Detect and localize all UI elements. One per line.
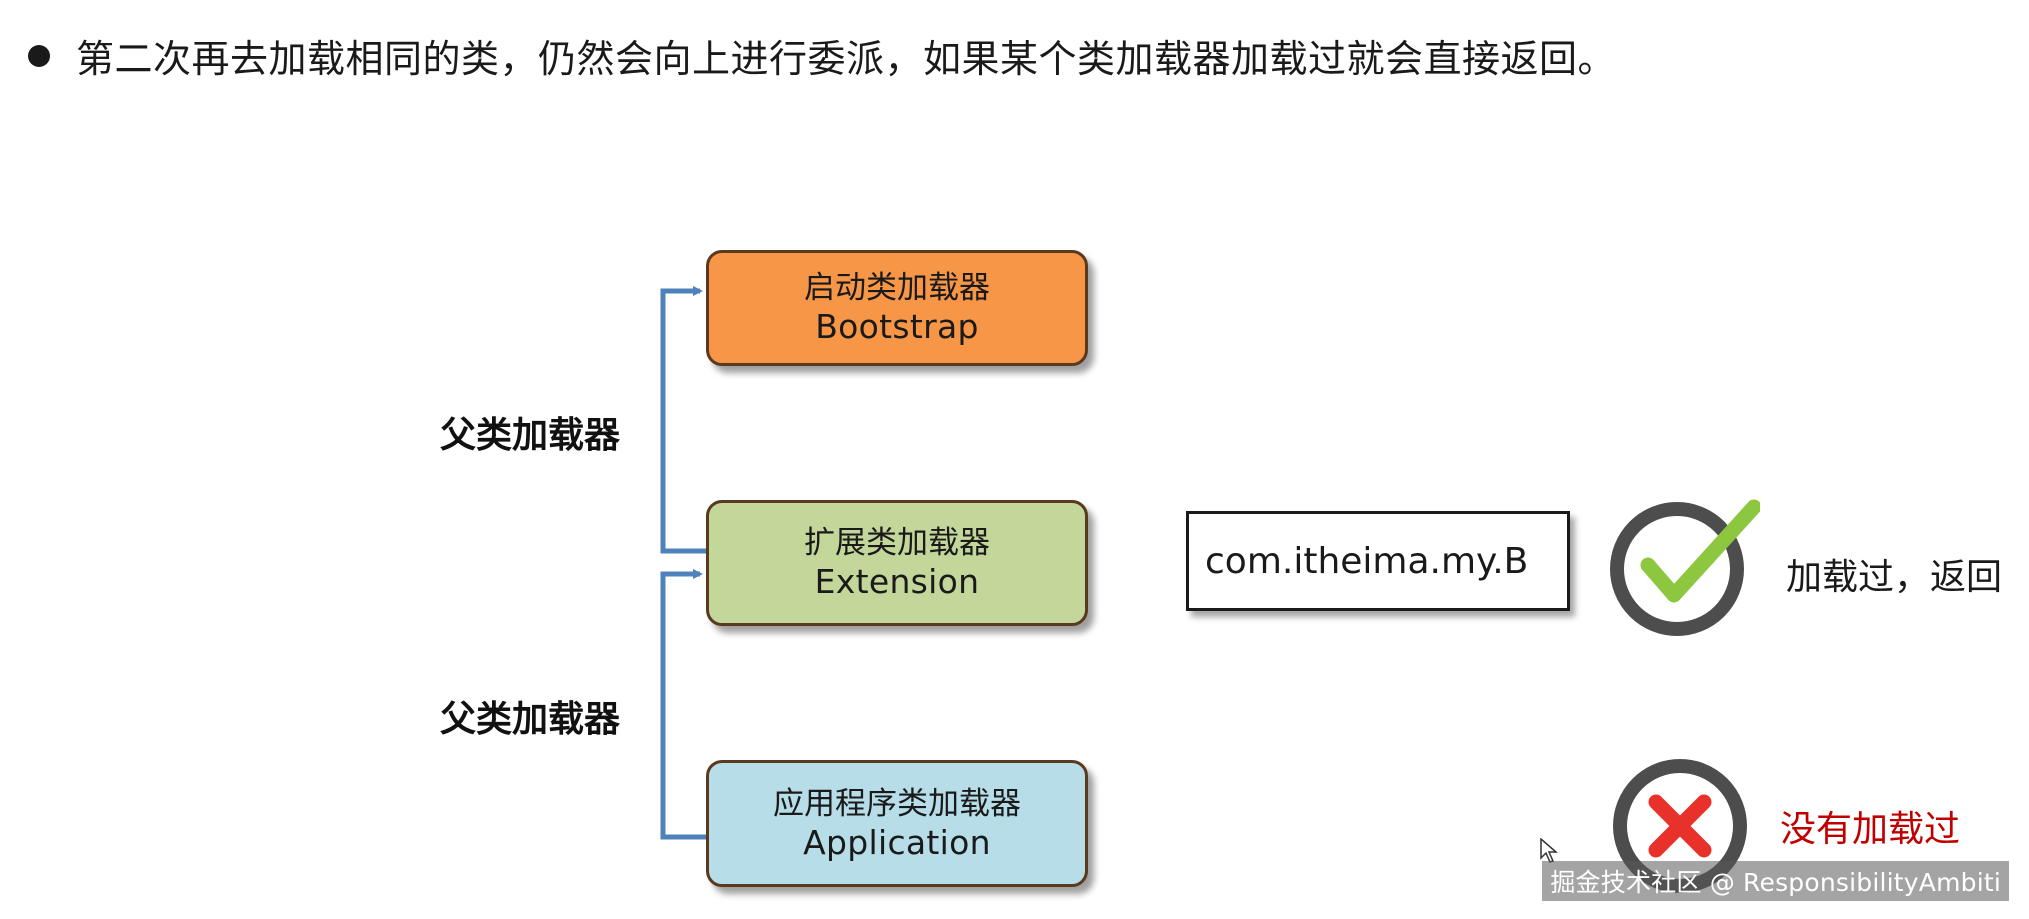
parent-loader-label-lower: 父类加载器: [440, 699, 621, 740]
bullet-line: 第二次再去加载相同的类，仍然会向上进行委派，如果某个类加载器加载过就会直接返回。: [28, 28, 1616, 83]
bootstrap-loader-box: 启动类加载器 Bootstrap: [706, 250, 1088, 366]
bootstrap-loader-en: Bootstrap: [815, 307, 979, 346]
application-loader-box: 应用程序类加载器 Application: [706, 760, 1088, 887]
bootstrap-loader-zh: 启动类加载器: [804, 270, 990, 306]
check-circle-icon: [1610, 499, 1760, 636]
class-name-text: com.itheima.my.B: [1205, 540, 1529, 582]
connector-extension-to-bootstrap: [660, 286, 706, 554]
not-loaded-status-text: 没有加载过: [1780, 809, 1961, 850]
application-loader-en: Application: [803, 822, 991, 862]
application-loader-zh: 应用程序类加载器: [773, 785, 1021, 822]
bullet-dot-icon: [28, 44, 50, 67]
bullet-text: 第二次再去加载相同的类，仍然会向上进行委派，如果某个类加载器加载过就会直接返回。: [76, 37, 1617, 81]
extension-loader-zh: 扩展类加载器: [804, 525, 990, 561]
class-name-box: com.itheima.my.B: [1186, 511, 1570, 611]
connector-application-to-extension: [660, 569, 706, 840]
loaded-status-text: 加载过，返回: [1786, 557, 2003, 598]
parent-loader-label-upper: 父类加载器: [440, 415, 621, 456]
watermark: 掘金技术社区 @ ResponsibilityAmbiti: [1542, 861, 2009, 901]
extension-loader-en: Extension: [814, 562, 980, 601]
extension-loader-box: 扩展类加载器 Extension: [706, 500, 1088, 626]
